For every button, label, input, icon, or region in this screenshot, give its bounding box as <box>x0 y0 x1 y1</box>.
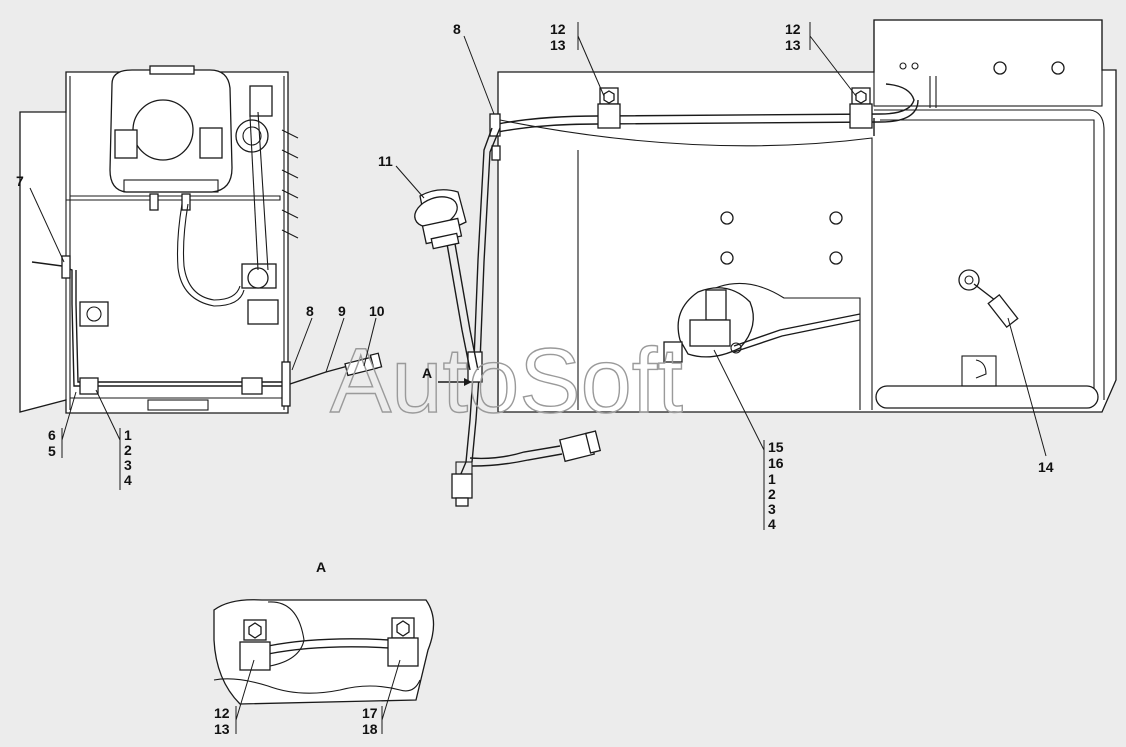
callout-18: 18 <box>362 721 378 737</box>
leaders <box>29 22 1047 734</box>
callout-group-right-15: 15 <box>768 439 784 455</box>
view-a-title: A <box>316 559 326 575</box>
callout-17: 17 <box>362 705 378 721</box>
callout-14: 14 <box>1038 459 1054 475</box>
callout-7: 7 <box>16 173 24 189</box>
callout-10: 10 <box>369 303 385 319</box>
callout-13-c: 13 <box>214 721 230 737</box>
watermark-text: AutoSoft <box>330 330 683 432</box>
callout-13-b: 13 <box>785 37 801 53</box>
callout-group-left-3: 3 <box>124 457 132 473</box>
callout-group-right-3: 3 <box>768 501 776 517</box>
callout-group-left-4: 4 <box>124 472 132 488</box>
callout-group-left-1: 1 <box>124 427 132 443</box>
callout-group-left-2: 2 <box>124 442 132 458</box>
callout-11: 11 <box>378 153 393 169</box>
callout-9: 9 <box>338 303 346 319</box>
callout-6: 6 <box>48 427 56 443</box>
callout-13-a: 13 <box>550 37 566 53</box>
callout-group-right-1: 1 <box>768 471 776 487</box>
callout-12-a: 12 <box>550 21 566 37</box>
detail-view-a <box>213 599 435 705</box>
callout-group-right-4: 4 <box>768 516 776 532</box>
callout-8-left: 8 <box>306 303 314 319</box>
callout-5: 5 <box>48 443 56 459</box>
callout-12-b: 12 <box>785 21 801 37</box>
right-view <box>414 19 1117 507</box>
callout-group-right-16: 16 <box>768 455 784 471</box>
callout-group-right-2: 2 <box>768 486 776 502</box>
callout-labels: 7 8 8 9 10 11 12 13 12 13 14 6 5 1 2 3 4… <box>16 21 1054 737</box>
left-view <box>19 65 383 414</box>
callout-8-top: 8 <box>453 21 461 37</box>
callout-12-c: 12 <box>214 705 230 721</box>
arrow-a-label: A <box>422 365 432 381</box>
